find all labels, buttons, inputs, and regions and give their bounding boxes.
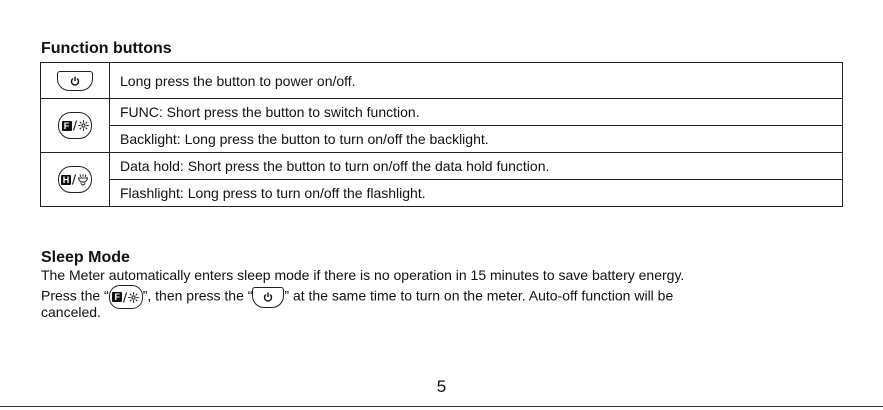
- sleep-text-a: Press the “: [41, 287, 109, 304]
- inline-func-button: F: [108, 285, 143, 309]
- hold-button-cell: H: [40, 152, 110, 207]
- sleep-mode-line-3: canceled.: [41, 304, 101, 320]
- sleep-mode-line-1: The Meter automatically enters sleep mod…: [41, 267, 685, 283]
- func-description: FUNC: Short press the button to switch f…: [109, 98, 843, 126]
- data-hold-description: Data hold: Short press the button to tur…: [109, 152, 843, 180]
- slash-icon: [72, 174, 76, 185]
- function-buttons-table: Long press the button to power on/off. F…: [40, 62, 843, 207]
- power-button-cell: [40, 62, 110, 99]
- func-button-cell: F: [40, 98, 110, 153]
- slash-icon: [123, 291, 128, 303]
- footer-rule: [0, 406, 883, 407]
- sleep-mode-heading: Sleep Mode: [41, 249, 130, 266]
- power-icon: [264, 292, 273, 302]
- func-chip: F: [112, 292, 123, 302]
- power-button: [57, 70, 93, 91]
- function-buttons-heading: Function buttons: [41, 40, 172, 57]
- hold-flashlight-button: H: [58, 166, 92, 193]
- flashlight-icon: [78, 173, 88, 185]
- backlight-description: Backlight: Long press the button to turn…: [109, 125, 843, 153]
- inline-power-button: [252, 286, 285, 308]
- sleep-text-b: ”, then press the “: [142, 287, 253, 304]
- hold-chip: H: [61, 174, 71, 185]
- power-icon: [70, 76, 80, 86]
- sleep-text-c: ” at the same time to turn on the meter.…: [284, 287, 674, 304]
- func-backlight-button: F: [58, 112, 92, 139]
- flashlight-description: Flashlight: Long press to turn on/off th…: [109, 179, 843, 207]
- table-row: Long press the button to power on/off.: [40, 62, 843, 99]
- page-number: 5: [436, 377, 447, 396]
- backlight-icon: [128, 291, 139, 303]
- table-row: Flashlight: Long press to turn on/off th…: [41, 179, 843, 207]
- sleep-mode-line-2: Press the “ F ”, then press the “ ” at t…: [41, 285, 841, 309]
- power-description: Long press the button to power on/off.: [109, 62, 843, 99]
- table-row: F FUNC: Short press the button to switch…: [40, 98, 843, 153]
- func-chip: F: [61, 120, 72, 131]
- table-row: Backlight: Long press the button to turn…: [41, 125, 843, 153]
- slash-icon: [72, 120, 77, 131]
- table-row: H Data hold: Short press the button to t…: [40, 152, 843, 207]
- backlight-icon: [77, 120, 89, 131]
